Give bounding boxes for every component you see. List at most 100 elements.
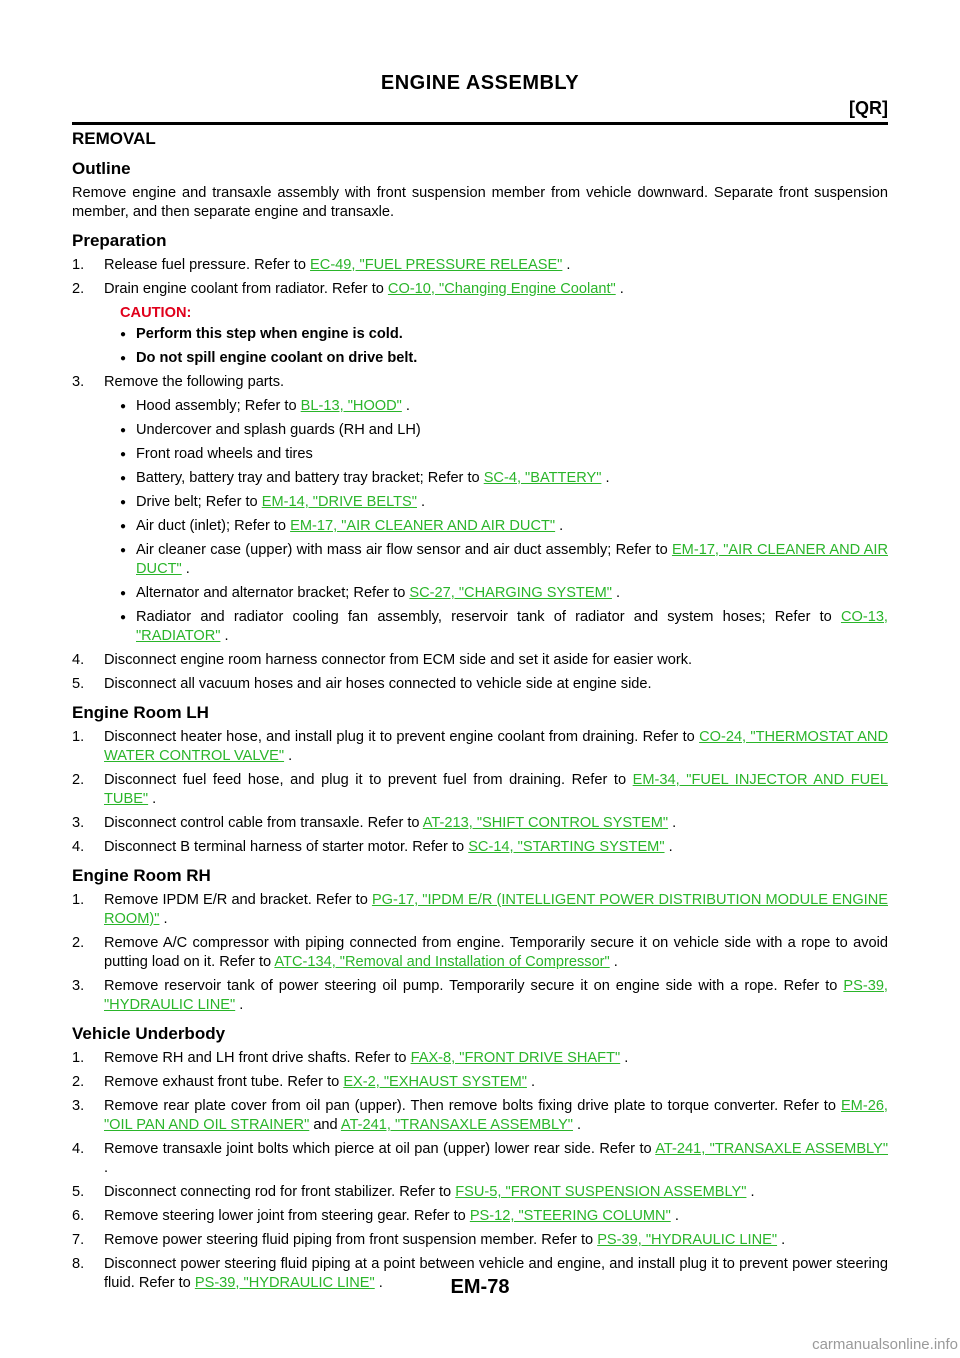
step-number: 7. [72, 1232, 85, 1248]
ref-link-fax8[interactable]: FAX-8, "FRONT DRIVE SHAFT" [410, 1050, 621, 1066]
step-end: . [235, 997, 244, 1013]
step-number: 3. [72, 815, 85, 831]
ref-link-pg17[interactable]: PG-17, "IPDM E/R (INTELLIGENT POWER DIST… [104, 892, 889, 927]
step-end: . [615, 281, 624, 297]
ub-step-4: 4. Remove transaxle joint bolts which pi… [72, 1140, 888, 1178]
engine-room-rh-heading: Engine Room RH [72, 866, 211, 885]
step-end: . [777, 1232, 786, 1248]
caution-item: ● Perform this step when engine is cold. [120, 325, 888, 344]
step-number: 1. [72, 257, 85, 273]
ref-link-ps39-c[interactable]: PS-39, "HYDRAULIC LINE" [194, 1275, 375, 1291]
ref-link-em14[interactable]: EM-14, "DRIVE BELTS" [261, 494, 417, 510]
ref-link-ps39[interactable]: PS-39, "HYDRAULIC LINE" [104, 978, 888, 1013]
ref-link-at213[interactable]: AT-213, "SHIFT CONTROL SYSTEM" [422, 815, 669, 831]
ref-link-fsu5[interactable]: FSU-5, "FRONT SUSPENSION ASSEMBLY" [455, 1184, 747, 1200]
ref-link-co13[interactable]: CO-13, "RADIATOR" [136, 609, 888, 644]
step-number: 5. [72, 676, 85, 692]
removal-heading: REMOVAL [72, 129, 156, 148]
part-text: Hood assembly; Refer to [136, 398, 301, 414]
step-number: 5. [72, 1184, 85, 1200]
ref-link-sc14[interactable]: SC-14, "STARTING SYSTEM" [468, 839, 665, 855]
outline-text: Remove engine and transaxle assembly wit… [72, 185, 888, 220]
part-item: ● Radiator and radiator cooling fan asse… [120, 608, 888, 646]
rh-step-2: 2. Remove A/C compressor with piping con… [72, 934, 888, 972]
caution-text: Do not spill engine coolant on drive bel… [136, 350, 418, 366]
ref-link-ps12[interactable]: PS-12, "STEERING COLUMN" [469, 1208, 671, 1224]
vehicle-underbody-heading: Vehicle Underbody [72, 1024, 226, 1043]
step-mid: and [309, 1117, 341, 1133]
part-item: ● Air duct (inlet); Refer to EM-17, "AIR… [120, 517, 888, 536]
ref-link-ec49[interactable]: EC-49, "FUEL PRESSURE RELEASE" [310, 257, 563, 273]
document-body: REMOVAL Outline Remove engine and transa… [72, 128, 888, 1298]
step-text: Remove A/C compressor with piping connec… [104, 935, 888, 970]
step-end: . [609, 954, 618, 970]
ub-step-7: 7. Remove power steering fluid piping fr… [72, 1231, 888, 1250]
ref-link-ps39-b[interactable]: PS-39, "HYDRAULIC LINE" [597, 1232, 778, 1248]
bullet-icon: ● [120, 473, 127, 484]
step-text: Disconnect all vacuum hoses and air hose… [104, 676, 652, 692]
part-item: ● Undercover and splash guards (RH and L… [120, 421, 888, 440]
ref-link-co10[interactable]: CO-10, "Changing Engine Coolant" [387, 281, 616, 297]
prep-step-5: 5. Disconnect all vacuum hoses and air h… [72, 675, 888, 694]
caution-text: Perform this step when engine is cold. [136, 326, 403, 342]
part-end: . [181, 561, 190, 577]
ref-link-ex2[interactable]: EX-2, "EXHAUST SYSTEM" [343, 1074, 527, 1090]
part-text: Drive belt; Refer to [136, 494, 262, 510]
part-end: . [220, 628, 229, 644]
ref-link-sc4[interactable]: SC-4, "BATTERY" [483, 470, 602, 486]
step-end: . [526, 1074, 536, 1090]
bullet-icon: ● [120, 449, 127, 460]
bullet-icon: ● [120, 497, 127, 508]
lh-step-1: 1. Disconnect heater hose, and install p… [72, 728, 888, 766]
step-end: . [104, 1160, 109, 1176]
bullet-icon: ● [120, 401, 127, 412]
step-text: Disconnect B terminal harness of starter… [104, 839, 469, 855]
step-text: Remove reservoir tank of power steering … [104, 978, 844, 994]
ref-link-em17-b[interactable]: EM-17, "AIR CLEANER AND AIR DUCT" [136, 542, 888, 577]
ref-link-em17[interactable]: EM-17, "AIR CLEANER AND AIR DUCT" [290, 518, 556, 534]
part-end: . [555, 518, 564, 534]
step-end: . [562, 257, 571, 273]
preparation-heading: Preparation [72, 231, 167, 250]
step-text: Disconnect connecting rod for front stab… [104, 1184, 456, 1200]
step-end: . [284, 748, 293, 764]
prep-step-4: 4. Disconnect engine room harness connec… [72, 651, 888, 670]
outline-heading: Outline [72, 159, 131, 178]
ub-step-3: 3. Remove rear plate cover from oil pan … [72, 1097, 888, 1135]
step-end: . [668, 815, 677, 831]
step-number: 6. [72, 1208, 85, 1224]
lh-step-3: 3. Disconnect control cable from transax… [72, 814, 888, 833]
bullet-icon: ● [120, 545, 127, 556]
part-end: . [611, 585, 621, 601]
step-text: Disconnect control cable from transaxle.… [104, 815, 423, 831]
step-number: 4. [72, 652, 85, 668]
ref-link-atc134[interactable]: ATC-134, "Removal and Installation of Co… [274, 954, 610, 970]
part-text: Radiator and radiator cooling fan assemb… [136, 609, 841, 625]
ref-link-sc27[interactable]: SC-27, "CHARGING SYSTEM" [409, 585, 612, 601]
step-end: . [148, 791, 157, 807]
step-end: . [374, 1275, 383, 1291]
step-end: . [670, 1208, 679, 1224]
part-item: ● Drive belt; Refer to EM-14, "DRIVE BEL… [120, 493, 888, 512]
step-number: 8. [72, 1256, 85, 1272]
part-text: Air duct (inlet); Refer to [136, 518, 291, 534]
rh-step-3: 3. Remove reservoir tank of power steeri… [72, 977, 888, 1015]
ref-link-at241-b[interactable]: AT-241, "TRANSAXLE ASSEMBLY" [655, 1141, 889, 1157]
step-number: 3. [72, 1098, 85, 1114]
bullet-icon: ● [120, 521, 127, 532]
ub-step-2: 2. Remove exhaust front tube. Refer to E… [72, 1073, 888, 1092]
ref-link-co24[interactable]: CO-24, "THERMOSTAT AND WATER CONTROL VAL… [104, 729, 889, 764]
step-number: 4. [72, 1141, 85, 1157]
ref-link-bl13[interactable]: BL-13, "HOOD" [300, 398, 402, 414]
step-end: . [746, 1184, 755, 1200]
part-end: . [601, 470, 610, 486]
bullet-icon: ● [120, 612, 127, 623]
step-text: Remove the following parts. [104, 374, 285, 390]
ref-link-at241[interactable]: AT-241, "TRANSAXLE ASSEMBLY" [340, 1117, 573, 1133]
step-text: Remove rear plate cover from oil pan (up… [104, 1098, 841, 1114]
ref-link-em34[interactable]: EM-34, "FUEL INJECTOR AND FUEL TUBE" [104, 772, 888, 807]
part-item: ● Hood assembly; Refer to BL-13, "HOOD" … [120, 397, 888, 416]
ref-link-em26[interactable]: EM-26, "OIL PAN AND OIL STRAINER" [104, 1098, 888, 1133]
page-number: EM-78 [450, 1276, 510, 1298]
ub-step-5: 5. Disconnect connecting rod for front s… [72, 1183, 888, 1202]
